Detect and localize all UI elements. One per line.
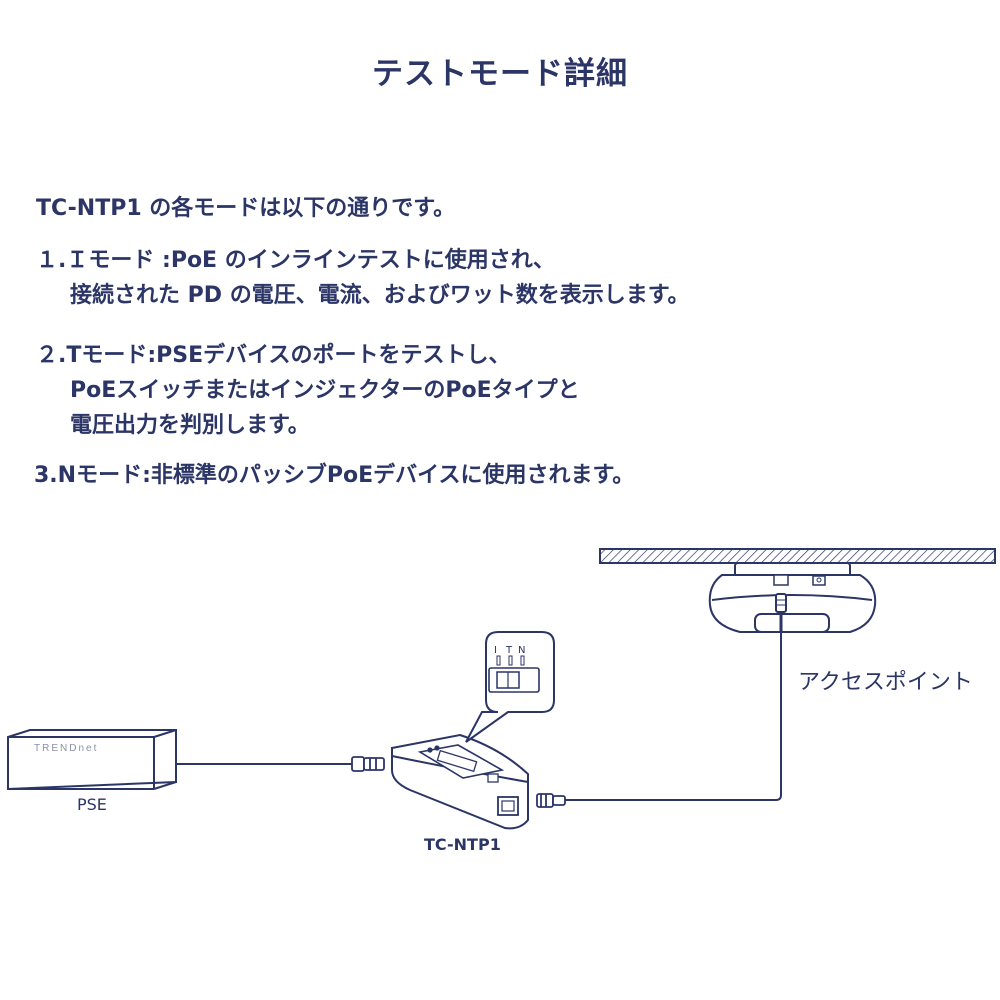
pse-brand-logo: TRENDnet [34, 743, 98, 754]
mode-t-line2: PoEスイッチまたはインジェクターのPoEタイプと [70, 378, 580, 403]
mode-i-line2: 接続された PD の電圧、電流、およびワット数を表示します。 [70, 283, 690, 308]
mode-t-line1: ２.Tモード:PSEデバイスのポートをテストし、 [36, 343, 511, 368]
tc-ntp1-tester-device [391, 733, 529, 830]
pse-cable-connector [351, 756, 385, 772]
access-point-device [708, 562, 877, 633]
mode-i-line1: １.Ｉモード :PoE のインラインテストに使用され、 [36, 248, 555, 273]
ceiling [599, 548, 996, 564]
mode-t-description: ２.Tモード:PSEデバイスのポートをテストし、 PoEスイッチまたはインジェク… [36, 338, 580, 443]
ap-cable [565, 630, 782, 801]
pse-switch-device [7, 729, 177, 791]
mode-n-line1: 3.Nモード:非標準のパッシブPoEデバイスに使用されます。 [34, 463, 635, 488]
mode-t-line3: 電圧出力を判別します。 [70, 413, 310, 438]
page-title: テストモード詳細 [372, 56, 628, 92]
switch-position-n: N [518, 645, 525, 656]
intro-text: TC-NTP1 の各モードは以下の通りです。 [36, 196, 456, 221]
mode-switch-callout [465, 631, 555, 743]
access-point-label: アクセスポイント [798, 670, 973, 695]
pse-label: PSE [77, 795, 107, 814]
switch-position-t: T [505, 645, 513, 656]
mode-i-description: １.Ｉモード :PoE のインラインテストに使用され、 接続された PD の電圧… [36, 243, 690, 313]
tc-ntp1-label: TC-NTP1 [424, 835, 501, 854]
ap-cable-connector [536, 793, 566, 808]
mode-n-description: 3.Nモード:非標準のパッシブPoEデバイスに使用されます。 [34, 458, 634, 493]
switch-position-i: I [494, 645, 497, 656]
